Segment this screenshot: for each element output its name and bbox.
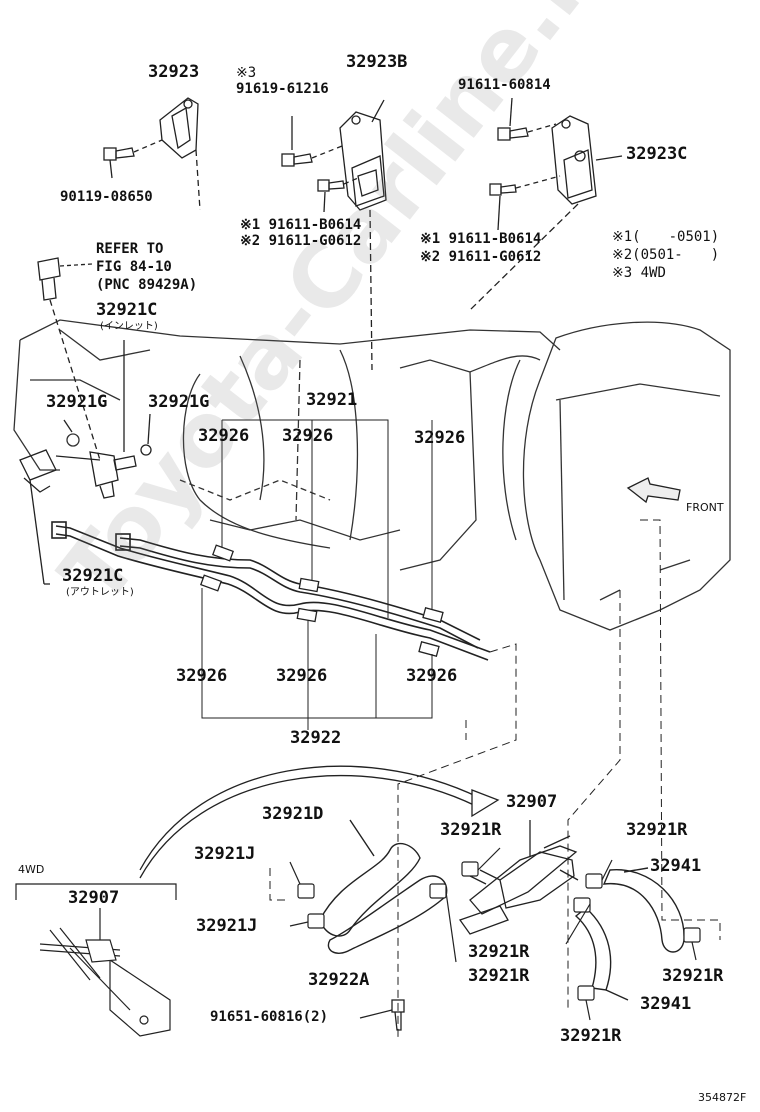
label-91651-60816: 91651-60816(2) (210, 1009, 329, 1025)
label-front: FRONT (686, 501, 724, 514)
note-2: ※2(0501- ) (612, 247, 720, 263)
label-32926-d: 32926 (176, 666, 228, 686)
label-91619-61216: 91619-61216 (236, 81, 329, 97)
bracket-32923B (339, 99, 387, 211)
label-4wd: 4WD (18, 863, 45, 876)
label-91611-G0612-left: ※2 91611-G0612 (240, 233, 362, 249)
hose-clips-32921R (429, 847, 701, 1021)
label-32907-main: 32907 (506, 792, 558, 812)
label-91611-G0612-right: ※2 91611-G0612 (420, 249, 542, 265)
cooler-32907-main (458, 820, 579, 935)
front-arrow (626, 477, 681, 504)
union-inlet-outlet (19, 340, 152, 585)
hose-clips-32921J (289, 861, 325, 929)
label-90119-08650: 90119-08650 (60, 189, 153, 205)
label-32921R-f: 32921R (560, 1026, 622, 1046)
bracket-32923 (159, 97, 201, 211)
refer-to-line-3: (PNC 89429A) (96, 277, 198, 293)
label-91611-60814: 91611-60814 (458, 77, 551, 93)
fitting-fig-84-10 (37, 257, 101, 461)
label-32922: 32922 (290, 728, 342, 748)
dashed-connections (269, 519, 721, 1040)
note-3: ※3 4WD (612, 265, 666, 281)
label-32921D: 32921D (262, 804, 324, 824)
refer-to-line-1: REFER TO (96, 241, 164, 257)
label-32921G-left: 32921G (46, 392, 108, 412)
figure-code: 354872F (698, 1091, 747, 1104)
label-32926-b: 32926 (282, 426, 334, 446)
label-32921G-right: 32921G (148, 392, 210, 412)
curved-arrow (139, 765, 500, 879)
hose-32941-upper (602, 867, 685, 953)
note-1: ※1( -0501) (612, 229, 720, 245)
label-inlet-jp: (インレット) (100, 321, 158, 332)
label-32941-b: 32941 (640, 994, 692, 1014)
label-32926-f: 32926 (406, 666, 458, 686)
label-32921R-c: 32921R (468, 942, 530, 962)
label-32907-4wd: 32907 (68, 888, 120, 908)
label-outlet-jp: (アウトレット) (66, 587, 134, 598)
label-32921R-e: 32921R (662, 966, 724, 986)
label-32921R-a: 32921R (440, 820, 502, 840)
label-32921C-inlet: 32921C (96, 300, 158, 320)
label-32923B: 32923B (346, 52, 408, 72)
oil-cooler-tubes (51, 521, 491, 661)
label-32923: 32923 (148, 62, 200, 82)
label-32921J-b: 32921J (196, 916, 258, 936)
label-32921R-d: 32921R (468, 966, 530, 986)
bolt-90119 (103, 139, 163, 179)
bolts-32923B (281, 116, 373, 371)
hose-32921D (319, 819, 448, 954)
label-32921R-b: 32921R (626, 820, 688, 840)
label-32921C-outlet: 32921C (62, 566, 124, 586)
tube-clamps-32926 (199, 544, 444, 657)
label-91611-B0614-left: ※1 91611-B0614 (240, 217, 362, 233)
label-32922A: 32922A (308, 970, 370, 990)
label-mark-3: ※3 (236, 65, 257, 81)
bolt-91651 (359, 999, 405, 1031)
transmission-housing (13, 319, 561, 571)
label-32921: 32921 (306, 390, 358, 410)
leader-lines (201, 419, 433, 730)
label-32926-e: 32926 (276, 666, 328, 686)
label-91611-B0614-right: ※1 91611-B0614 (420, 231, 542, 247)
label-32926-a: 32926 (198, 426, 250, 446)
refer-to-line-2: FIG 84-10 (96, 259, 172, 275)
label-32926-c: 32926 (414, 428, 466, 448)
label-32941-a: 32941 (650, 856, 702, 876)
transfer-case (502, 321, 731, 631)
label-32923C: 32923C (626, 144, 688, 164)
inset-4wd (15, 883, 177, 1037)
bolts-32923C (469, 97, 579, 311)
bracket-32923C (551, 115, 623, 205)
label-32921J-a: 32921J (194, 844, 256, 864)
